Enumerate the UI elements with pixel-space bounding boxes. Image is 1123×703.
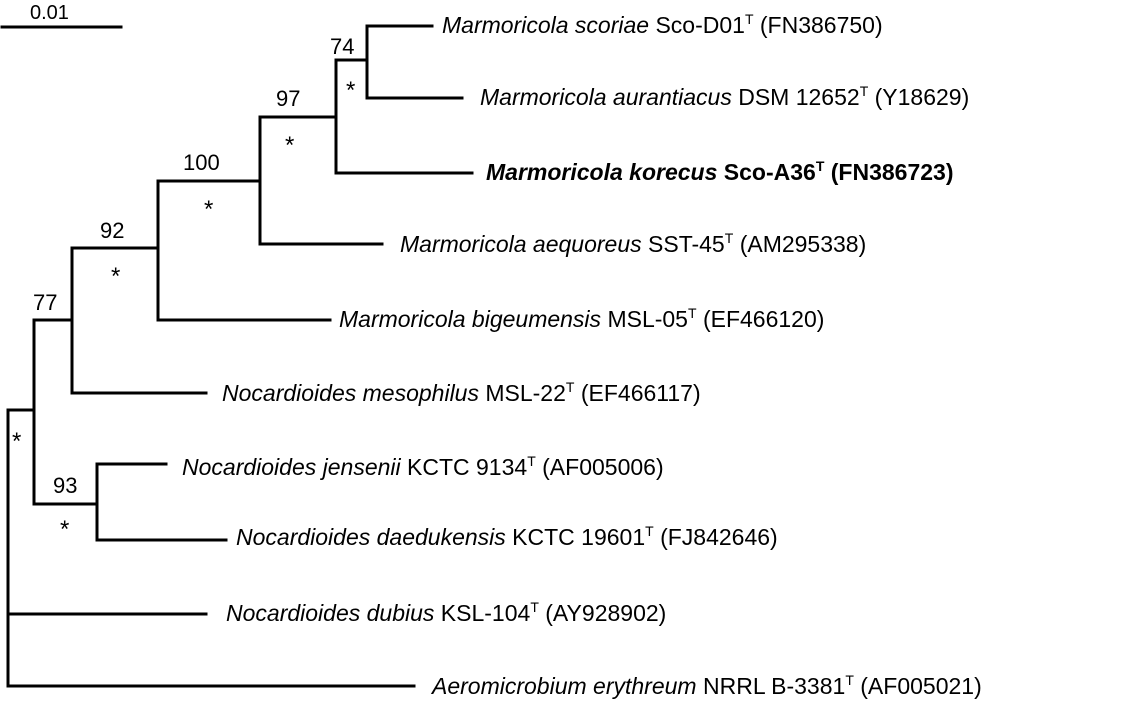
bootstrap-92: 92: [100, 218, 124, 243]
taxon-label: Nocardioides daedukensis KCTC 19601T (FJ…: [236, 523, 778, 550]
taxon-label-highlighted: Marmoricola korecus Sco-A36T (FN386723): [486, 158, 954, 185]
scale-bar-label: 0.01: [30, 2, 69, 24]
taxon-label: Marmoricola aequoreus SST-45T (AM295338): [400, 230, 866, 257]
bootstrap-77: 77: [33, 290, 57, 315]
bootstrap-100: 100: [183, 150, 220, 175]
taxon-label: Marmoricola bigeumensis MSL-05T (EF46612…: [339, 305, 824, 332]
bootstrap-93: 93: [53, 473, 77, 498]
node-marker: *: [60, 516, 69, 543]
bootstrap-97: 97: [276, 86, 300, 111]
bootstrap-74: 74: [330, 34, 354, 59]
node-marker: *: [204, 196, 213, 223]
taxon-label: Marmoricola aurantiacus DSM 12652T (Y186…: [480, 83, 969, 110]
taxon-label: Nocardioides jensenii KCTC 9134T (AF0050…: [182, 453, 664, 480]
taxon-label: Marmoricola scoriae Sco-D01T (FN386750): [442, 11, 883, 38]
taxon-label: Nocardioides dubius KSL-104T (AY928902): [226, 599, 666, 626]
taxon-label: Aeromicrobium erythreum NRRL B-3381T (AF…: [430, 672, 982, 699]
node-marker: *: [12, 428, 21, 455]
taxon-labels: Marmoricola scoriae Sco-D01T (FN386750) …: [182, 11, 982, 699]
bootstrap-values: 74 97 100 92 77 93: [33, 34, 354, 498]
node-markers: * * * * * *: [12, 77, 355, 543]
tree-branches: [6, 24, 474, 688]
node-marker: *: [111, 263, 120, 290]
node-marker: *: [285, 132, 294, 159]
taxon-label: Nocardioides mesophilus MSL-22T (EF46611…: [222, 379, 701, 406]
node-marker: *: [346, 77, 355, 104]
scale-bar: 0.01: [0, 2, 123, 29]
